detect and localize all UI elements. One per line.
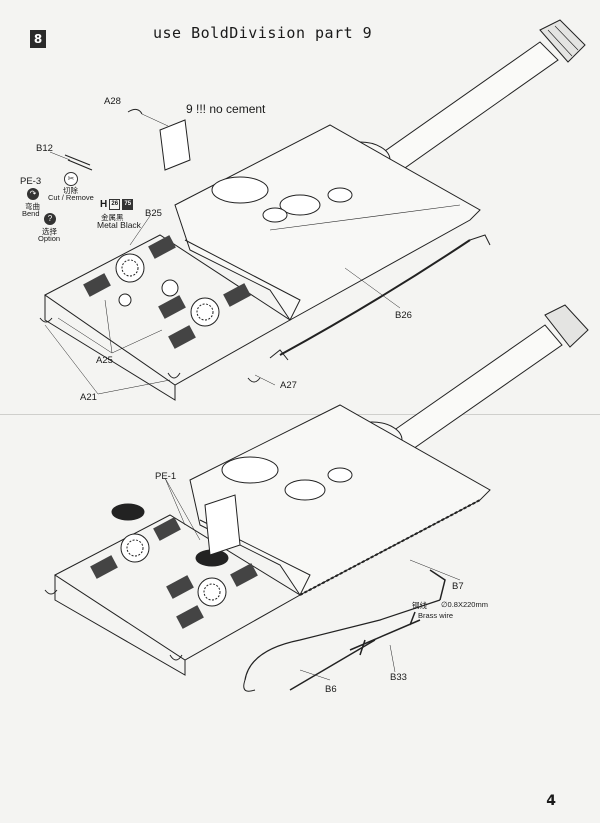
no-cement-note: 9 !!! no cement [186,102,266,116]
paint-name-en: Metal Black [97,220,141,230]
muzzle-brake-top [539,19,586,63]
legend-cut-cn: 切除 [63,186,78,195]
label-a27: A27 [280,380,297,391]
paint-swatch-26: 26 [109,199,121,210]
legend-cut-en: Cut / Remove [48,193,94,202]
bend-icon: ↷ [27,188,39,200]
label-b33: B33 [390,672,407,683]
tow-cable-b26 [279,239,471,356]
fold-line [0,414,600,415]
paint-name-cn: 金属黑 [101,213,124,222]
top-hull-assembly [39,19,586,401]
label-b26: B26 [395,310,412,321]
label-b7: B7 [452,581,464,592]
step-number-badge: 8 [30,30,46,48]
legend-option-cn: 选择 [42,227,57,236]
label-a21: A21 [80,392,97,403]
brass-wire [244,599,441,681]
brass-wire-cn: 铜线 [412,601,427,610]
legend-bend-en: Bend [22,209,40,218]
label-b25: B25 [145,208,162,219]
brass-wire-en: Brass wire [418,611,454,620]
cut-icon: ✂ [64,172,78,186]
gun-barrel-bottom [379,324,563,459]
legend-pe3: PE-3 [20,176,42,187]
paint-code-letter: H [100,199,108,211]
label-b6: B6 [325,684,337,695]
rear-plate-a28 [159,119,191,171]
legend-option-en: Option [38,234,61,243]
muzzle-brake-bottom [544,304,589,348]
brass-wire-dim: ∅0.8X220mm [441,600,488,609]
bottom-hull-assembly [44,304,589,692]
page-number: 4 [546,793,556,809]
label-b12: B12 [36,143,53,154]
header-note: use BoldDivision part 9 [153,24,373,42]
paint-swatch-75: 75 [122,199,134,210]
pe1-disc-left [111,503,145,521]
label-a25: A25 [96,355,113,366]
label-pe1: PE-1 [155,471,177,482]
legend-bend-cn: 弯曲 [25,202,40,211]
option-icon: ? [44,213,56,225]
label-a28: A28 [104,96,121,107]
